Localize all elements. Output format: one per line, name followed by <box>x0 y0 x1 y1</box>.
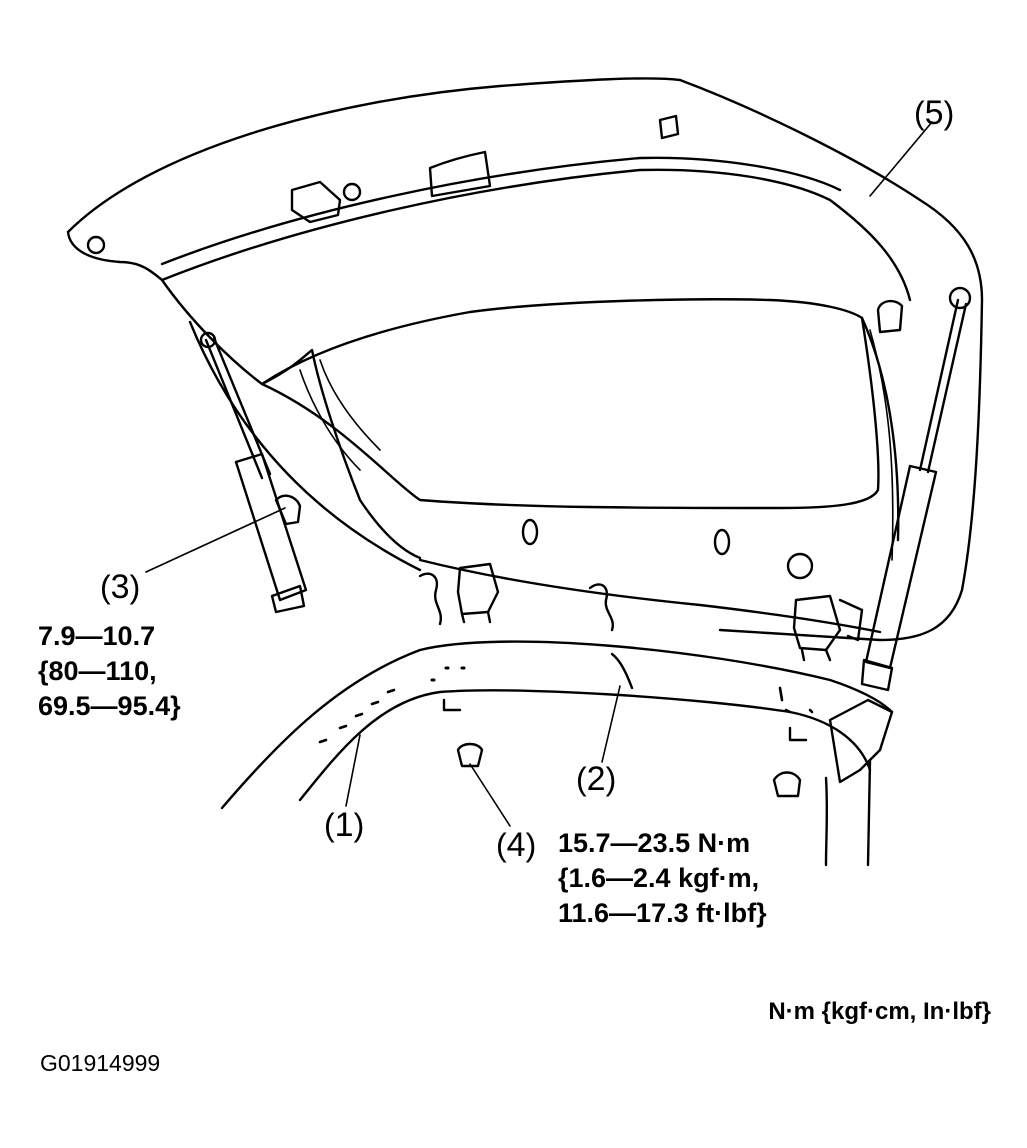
body-right-pillar <box>824 776 829 867</box>
left-strut-bolt <box>274 494 302 526</box>
body-right-flange <box>828 698 894 784</box>
panel-hole-left <box>521 518 539 546</box>
stopper-right <box>772 771 802 798</box>
torque-hinge-line-3: 11.6—17.3 ft·lbf} <box>558 898 767 928</box>
upper-left-bumper <box>86 235 106 255</box>
callout-1: (1) <box>324 806 365 844</box>
body-hinge-hole-dots <box>430 666 466 682</box>
window-glass-highlight-2 <box>319 359 381 451</box>
liftgate-left-flange <box>160 278 422 560</box>
top-clip <box>290 180 342 224</box>
liftgate-left-edge <box>188 320 422 572</box>
torque-spec-hinge: 15.7—23.5 N·m {1.6—2.4 kgf·m, 11.6—17.3 … <box>558 826 767 931</box>
torque-strut-line-2: {80—110, <box>38 656 157 686</box>
body-opening-inner <box>298 689 872 802</box>
liftgate-panel <box>66 77 984 642</box>
callout-3: (3) <box>100 568 141 606</box>
window-glass-highlight-1 <box>299 369 361 471</box>
right-hinge-base <box>800 648 832 662</box>
body-opening-outer <box>220 640 894 810</box>
window-right-frame <box>860 316 900 542</box>
liftgate-inner-rim <box>160 168 912 302</box>
left-hinge-base <box>460 610 492 624</box>
liftgate-inner-rim-2 <box>160 156 842 266</box>
body-right-marks <box>778 686 814 714</box>
left-strut-cylinder <box>234 452 308 602</box>
right-bracket <box>838 598 864 642</box>
body-weatherstrip-marks <box>318 688 396 744</box>
torque-spec-strut: 7.9—10.7 {80—110, 69.5—95.4} <box>38 619 181 724</box>
panel-hole-right <box>713 528 731 556</box>
body-bumper-bracket-left <box>442 698 462 712</box>
torque-strut-line-1: 7.9—10.7 <box>38 621 156 651</box>
figure-id: G01914999 <box>40 1050 161 1076</box>
callout-2: (2) <box>576 760 617 798</box>
top-tab <box>658 114 680 140</box>
right-strut-rod-2 <box>926 302 968 474</box>
torque-hinge-line-2: {1.6—2.4 kgf·m, <box>558 863 760 893</box>
window-opening <box>260 298 880 510</box>
left-harness <box>418 572 443 626</box>
left-strut-bottom-mount <box>270 584 306 614</box>
units-legend: N·m {kgf·cm, In·lbf} <box>768 998 991 1025</box>
liftgate-upper-edge <box>66 230 164 282</box>
center-harness <box>588 583 615 632</box>
callout-4: (4) <box>496 826 537 864</box>
leader-2 <box>601 685 621 763</box>
callout-5: (5) <box>914 94 955 132</box>
right-hinge-bolt <box>786 552 814 580</box>
left-strut-rod-2 <box>212 336 272 476</box>
leader-5 <box>869 121 933 197</box>
leader-3 <box>145 507 286 573</box>
left-strut-rod <box>204 338 264 480</box>
stopper-left <box>456 742 484 768</box>
upper-right-bumper <box>876 299 904 334</box>
right-strut-top-mount <box>948 286 972 310</box>
window-right-frame-2 <box>869 329 894 561</box>
right-strut-bottom-mount <box>860 658 894 692</box>
torque-hinge-line-1: 15.7—23.5 N·m <box>558 828 751 858</box>
left-hinge <box>456 562 500 616</box>
right-strut-rod <box>918 298 960 472</box>
top-bracket <box>428 150 492 198</box>
top-clip-bolt <box>342 182 362 202</box>
center-harness-lower <box>610 652 634 690</box>
left-strut-top-mount <box>199 331 217 349</box>
leader-4 <box>469 763 511 827</box>
torque-strut-line-3: 69.5—95.4} <box>38 691 181 721</box>
body-bumper-bracket-right <box>788 726 808 742</box>
leader-1 <box>345 734 361 807</box>
body-right-pillar-2 <box>866 758 872 867</box>
